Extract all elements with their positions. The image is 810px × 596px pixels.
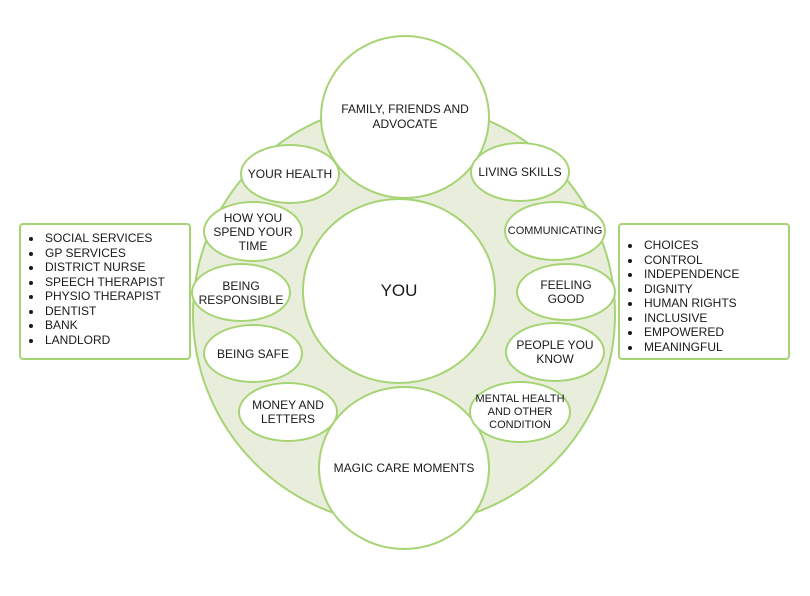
you-label: YOU [380,281,418,300]
oval-label: COMMUNICATING [507,224,603,237]
oval-label: BEING SAFE [216,346,290,361]
support-services-box: SOCIAL SERVICES GP SERVICES DISTRICT NUR… [19,223,191,360]
list-item: HUMAN RIGHTS [642,296,788,311]
oval-label: PEOPLE YOU KNOW [516,338,594,366]
list-item: DISTRICT NURSE [43,260,189,275]
list-item: SPEECH THERAPIST [43,275,189,290]
oval-label: BEING RESPONSIBLE [198,278,284,307]
list-item: MEANINGFUL [642,340,788,355]
oval-label: MONEY AND LETTERS [252,398,324,426]
being-safe-oval: BEING SAFE [203,324,303,383]
list-item: CHOICES [642,238,788,253]
money-and-letters-oval: MONEY AND LETTERS [238,382,338,442]
oval-label: HOW YOU SPEND YOUR TIME [213,210,293,253]
your-health-oval: YOUR HEALTH [240,144,340,204]
list-item: EMPOWERED [642,325,788,340]
list-item: DENTIST [43,304,189,319]
mental-health-oval: MENTAL HEALTH AND OTHER CONDITION [469,381,571,443]
list-item: LANDLORD [43,333,189,348]
values-list: CHOICES CONTROL INDEPENDENCE DIGNITY HUM… [620,238,788,354]
oval-label: FEELING GOOD [540,278,592,306]
list-item: SOCIAL SERVICES [43,231,189,246]
magic-care-moments-circle: MAGIC CARE MOMENTS [318,386,490,550]
being-responsible-oval: BEING RESPONSIBLE [191,263,291,322]
oval-label: LIVING SKILLS [478,165,562,179]
oval-label: YOUR HEALTH [247,167,333,181]
list-item: PHYSIO THERAPIST [43,289,189,304]
family-friends-circle: FAMILY, FRIENDS AND ADVOCATE [320,35,490,199]
list-item: DIGNITY [642,282,788,297]
values-box: CHOICES CONTROL INDEPENDENCE DIGNITY HUM… [618,223,790,360]
communicating-oval: COMMUNICATING [504,201,606,261]
oval-label: MENTAL HEALTH AND OTHER CONDITION [475,392,565,431]
list-item: INCLUSIVE [642,311,788,326]
you-circle: YOU [302,198,496,384]
support-services-list: SOCIAL SERVICES GP SERVICES DISTRICT NUR… [21,231,189,347]
people-you-know-oval: PEOPLE YOU KNOW [505,322,605,382]
how-you-spend-your-time-oval: HOW YOU SPEND YOUR TIME [203,201,303,262]
list-item: CONTROL [642,253,788,268]
family-friends-label: FAMILY, FRIENDS AND ADVOCATE [341,102,469,131]
feeling-good-oval: FEELING GOOD [516,263,616,321]
list-item: BANK [43,318,189,333]
list-item: INDEPENDENCE [642,267,788,282]
living-skills-oval: LIVING SKILLS [470,142,570,202]
magic-care-moments-label: MAGIC CARE MOMENTS [333,460,475,475]
list-item: GP SERVICES [43,246,189,261]
